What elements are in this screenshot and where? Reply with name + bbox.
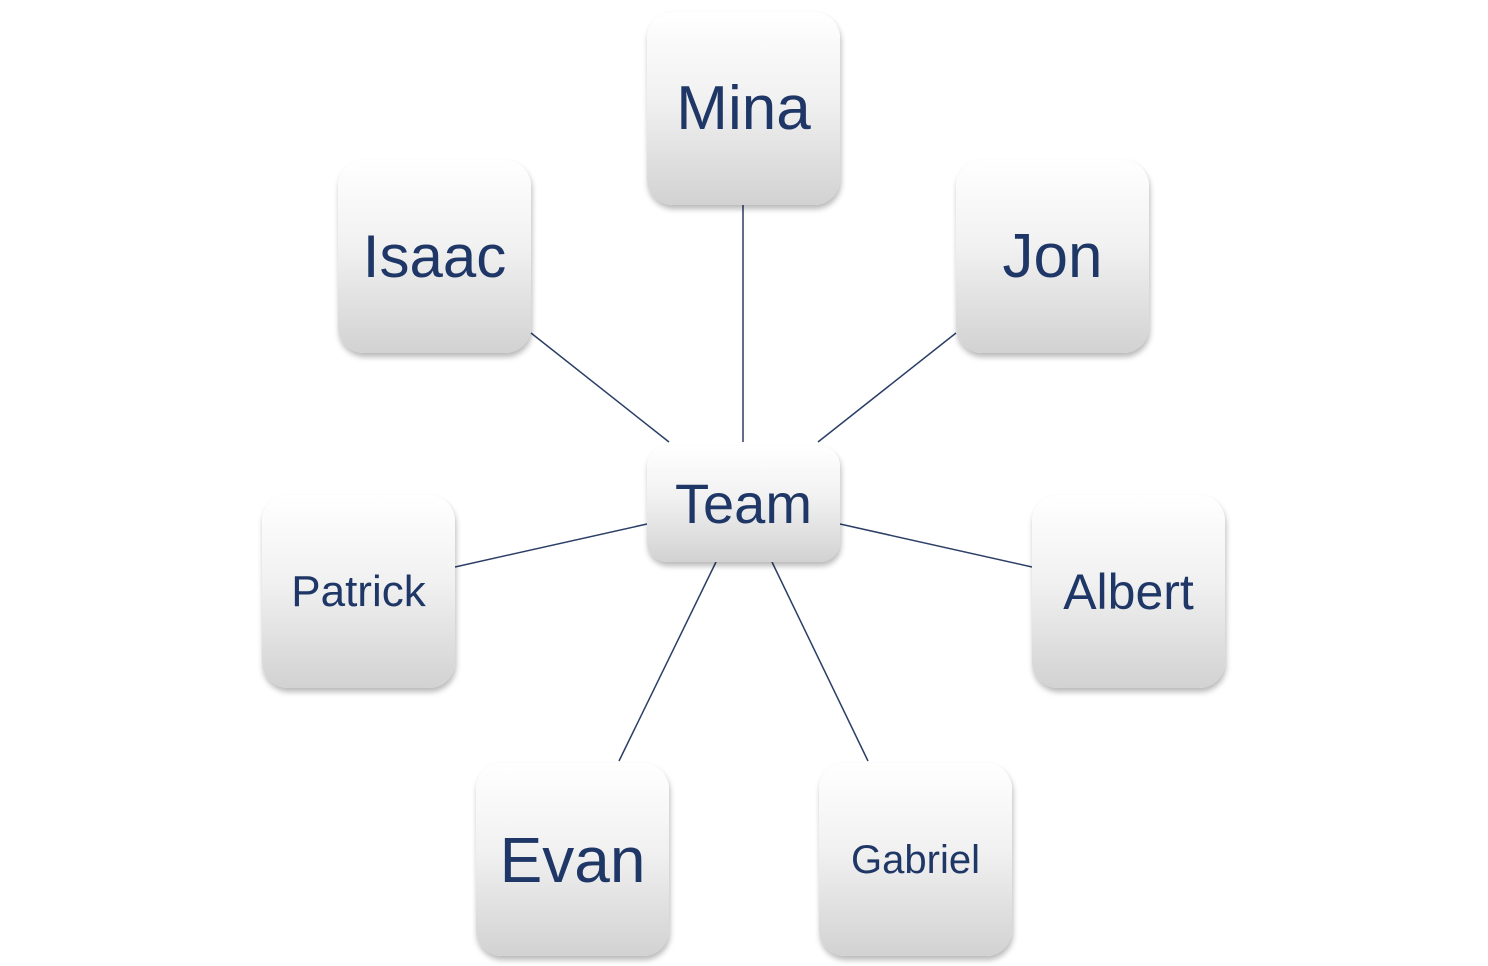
connector-team-isaac	[530, 332, 670, 443]
node-evan-label: Evan	[499, 823, 646, 896]
node-isaac: Isaac	[338, 160, 531, 353]
node-albert-label: Albert	[1063, 563, 1194, 620]
node-team: Team	[647, 446, 840, 562]
node-albert: Albert	[1032, 495, 1225, 688]
node-jon: Jon	[956, 160, 1149, 353]
node-gabriel: Gabriel	[819, 763, 1012, 956]
connector-team-jon	[817, 332, 957, 443]
connector-team-evan	[618, 561, 717, 762]
node-team-label: Team	[675, 472, 812, 535]
connector-team-gabriel	[771, 561, 869, 762]
node-patrick: Patrick	[262, 495, 455, 688]
node-mina-label: Mina	[676, 73, 811, 143]
node-mina: Mina	[647, 12, 840, 205]
node-isaac-label: Isaac	[362, 222, 507, 290]
connector-team-albert	[839, 523, 1033, 568]
node-evan: Evan	[476, 763, 669, 956]
connector-team-patrick	[454, 523, 648, 568]
node-patrick-label: Patrick	[291, 566, 426, 616]
node-jon-label: Jon	[1002, 221, 1103, 291]
node-gabriel-label: Gabriel	[851, 837, 980, 882]
